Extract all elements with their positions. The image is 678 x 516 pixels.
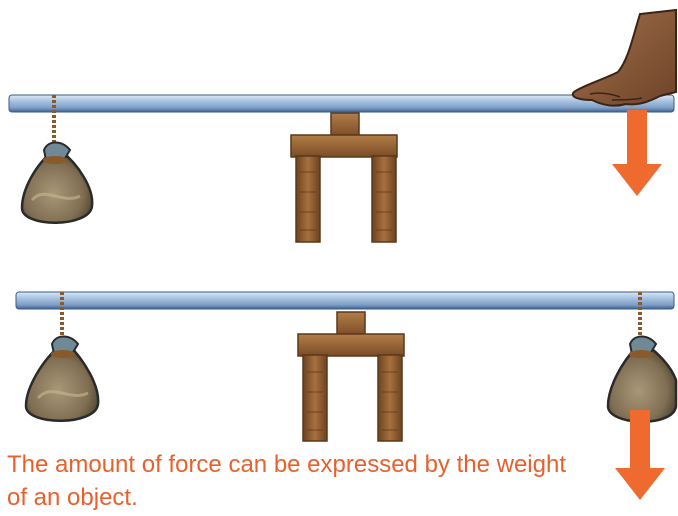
fulcrum-stand [298, 312, 404, 441]
force-arrow-top [612, 110, 662, 196]
pushing-hand [573, 10, 676, 106]
top-lever-panel [9, 10, 676, 242]
caption-text: The amount of force can be expressed by … [7, 448, 567, 514]
force-arrow-bottom [615, 410, 665, 500]
sand-bag-left [22, 95, 92, 223]
sand-bag-right [608, 292, 676, 422]
lever-beam [16, 292, 674, 309]
sand-bag-left [26, 292, 98, 421]
fulcrum-stand [291, 113, 397, 242]
